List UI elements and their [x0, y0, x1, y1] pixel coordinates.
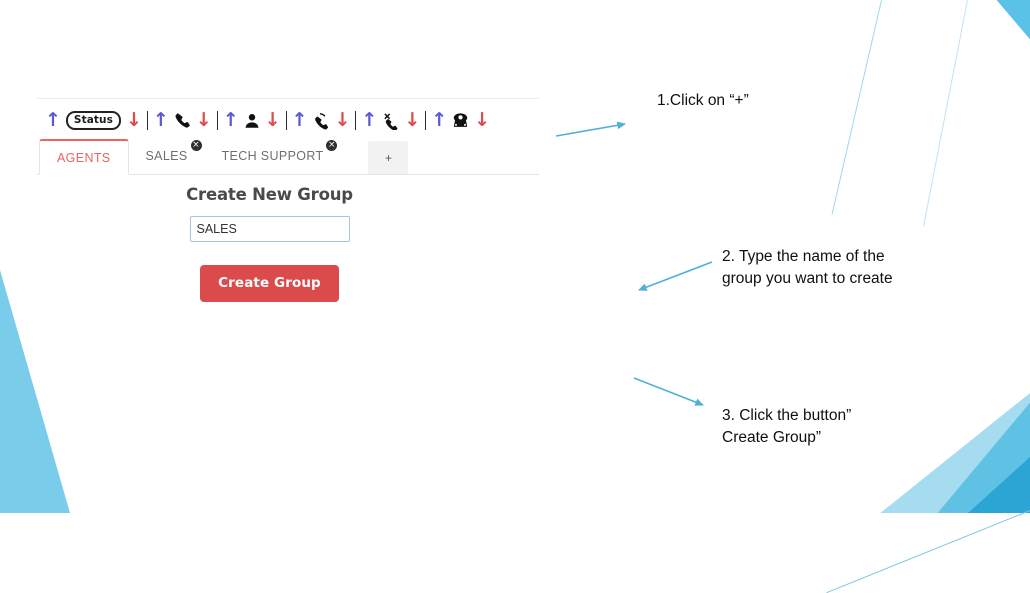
add-group-tab-button[interactable]: +	[368, 141, 409, 174]
sort-descending-telephone-icon[interactable]: ↓	[474, 109, 491, 131]
slide-decoration-top-right	[994, 0, 1030, 44]
tab-agents[interactable]: AGENTS	[39, 139, 129, 175]
sort-descending-calls-icon[interactable]: ↓	[195, 109, 212, 131]
outgoing-call-icon	[311, 111, 330, 130]
sort-ascending-outgoing-icon[interactable]: ↑	[291, 109, 308, 131]
sort-group-status: ↑ Status ↓	[45, 111, 142, 130]
slide-decoration-line-2	[923, 0, 1027, 238]
sort-toolbar: ↑ Status ↓ ↑ ↓ ↑ ↓	[37, 99, 539, 137]
sort-ascending-status-icon[interactable]: ↑	[45, 109, 61, 131]
sort-descending-agent-icon[interactable]: ↓	[264, 109, 281, 131]
callout-arrow-3	[633, 377, 704, 406]
sort-group-agent: ↑ ↓	[223, 111, 281, 130]
sort-group-calls: ↑ ↓	[153, 111, 212, 130]
missed-call-icon	[381, 111, 400, 130]
group-name-input[interactable]	[189, 216, 350, 242]
sort-descending-missed-icon[interactable]: ↓	[404, 109, 421, 131]
close-icon[interactable]: ×	[190, 140, 202, 151]
sort-ascending-agent-icon[interactable]: ↑	[222, 109, 239, 131]
sort-descending-status-icon[interactable]: ↓	[125, 109, 142, 131]
create-group-title: Create New Group	[186, 185, 353, 204]
tab-tech-support-label: TECH SUPPORT	[221, 149, 324, 163]
annotation-step-3: 3. Click the button” Create Group”	[722, 407, 852, 447]
agents-panel: ↑ Status ↓ ↑ ↓ ↑ ↓	[37, 98, 539, 175]
sort-descending-outgoing-icon[interactable]: ↓	[334, 109, 351, 131]
toolbar-separator	[146, 111, 148, 130]
plus-icon: +	[384, 150, 392, 165]
sort-group-telephone: ↑ ↓	[431, 111, 490, 130]
sort-group-outgoing: ↑ ↓	[291, 109, 351, 131]
panel-divider	[37, 98, 539, 99]
create-group-button[interactable]: Create Group	[200, 265, 339, 302]
tab-sales[interactable]: SALES ×	[129, 138, 205, 174]
sort-ascending-calls-icon[interactable]: ↑	[152, 109, 169, 131]
callout-arrow-2	[638, 261, 713, 291]
sort-ascending-telephone-icon[interactable]: ↑	[431, 109, 448, 131]
toolbar-separator	[425, 111, 427, 130]
sort-ascending-missed-icon[interactable]: ↑	[361, 109, 378, 131]
telephone-icon	[451, 111, 470, 130]
toolbar-separator	[285, 111, 287, 130]
callout-arrow-1	[555, 121, 626, 137]
annotation-step-1: 1.Click on “+”	[657, 92, 749, 109]
tab-sales-label: SALES	[145, 149, 188, 163]
tab-tech-support[interactable]: TECH SUPPORT ×	[205, 138, 341, 174]
phone-handset-icon	[173, 111, 192, 130]
tab-agents-label: AGENTS	[57, 150, 111, 165]
slide-decoration-bottom-right-line	[826, 506, 1030, 593]
status-badge-icon[interactable]: Status	[65, 111, 121, 130]
group-tabs: AGENTS SALES × TECH SUPPORT × +	[37, 137, 539, 175]
create-group-button-row: Create Group	[0, 265, 539, 302]
sort-group-missed: ↑ ↓	[361, 111, 420, 130]
toolbar-separator	[216, 111, 218, 130]
annotation-step-2: 2. Type the name of the group you want t…	[722, 248, 893, 288]
slide-decoration-bottom-right-3	[968, 457, 1030, 513]
toolbar-separator	[355, 111, 357, 130]
create-group-form: Create New Group Create Group	[0, 185, 539, 302]
close-icon[interactable]: ×	[326, 140, 338, 151]
user-silhouette-icon	[243, 112, 261, 130]
slide-decoration-line-1	[831, 0, 999, 242]
